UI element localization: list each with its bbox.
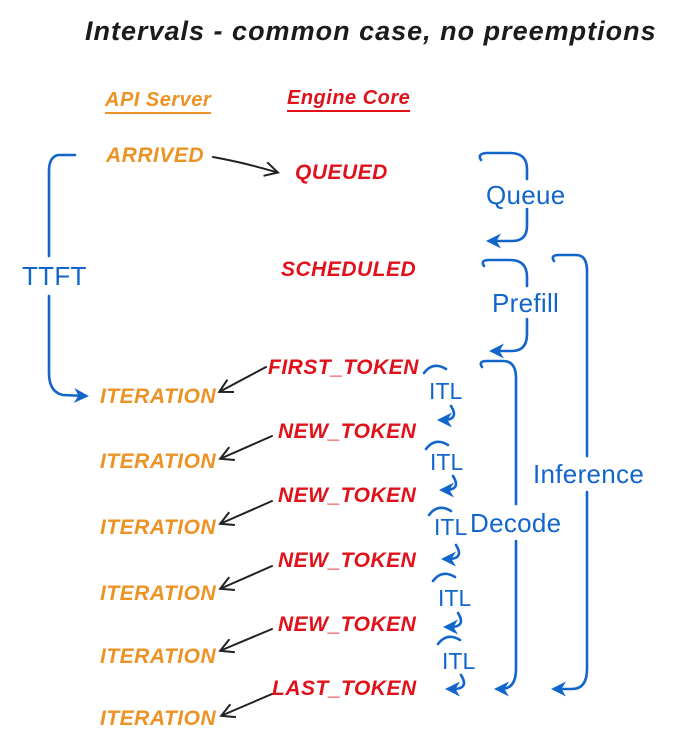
interval-label-itl-1: ITL <box>429 378 463 404</box>
event-new-token-3: NEW_TOKEN <box>278 549 417 572</box>
event-last-token: LAST_TOKEN <box>272 677 417 700</box>
arrow-first-token-to-iteration <box>217 366 267 393</box>
decode-bracket-bottom-arrow <box>494 539 518 697</box>
black-connector-arrows <box>212 156 280 719</box>
arrow-new-token2-to-iteration <box>218 500 273 526</box>
decode-bracket-top <box>479 359 518 506</box>
arrow-new-token4-to-iteration <box>218 628 273 654</box>
event-scheduled: SCHEDULED <box>281 258 417 281</box>
interval-label-inference: Inference <box>533 459 645 489</box>
interval-label-itl-4: ITL <box>438 585 472 611</box>
event-iteration-2: ITERATION <box>100 450 217 473</box>
itl-arrow-4 <box>443 611 463 635</box>
diagram-title: Intervals - common case, no preemptions <box>85 16 657 46</box>
itl-arrow-5 <box>445 673 466 697</box>
event-iteration-5: ITERATION <box>100 645 217 668</box>
event-iteration-4: ITERATION <box>100 582 217 605</box>
event-queued: QUEUED <box>295 161 388 184</box>
itl-arc-4 <box>431 572 457 583</box>
interval-label-queue: Queue <box>486 180 566 210</box>
ttft-bracket-top <box>47 153 77 258</box>
interval-label-prefill: Prefill <box>492 288 560 318</box>
ttft-bracket-bottom-arrow <box>47 294 89 403</box>
interval-label-ttft: TTFT <box>22 261 87 291</box>
arrow-new-token1-to-iteration <box>218 435 273 461</box>
event-iteration-3: ITERATION <box>100 516 217 539</box>
event-arrived: ARRIVED <box>106 144 205 167</box>
itl-arrow-2 <box>439 474 458 498</box>
itl-arc-1 <box>422 364 448 375</box>
interval-brackets <box>47 151 589 697</box>
interval-label-itl-5: ITL <box>442 648 476 674</box>
queue-bracket-top <box>478 151 529 181</box>
column-header-api-server: API Server <box>105 90 212 114</box>
arrow-new-token3-to-iteration <box>218 565 273 591</box>
prefill-bracket-bottom-arrow <box>489 317 529 359</box>
interval-label-decode: Decode <box>470 508 562 538</box>
event-iteration-1: ITERATION <box>100 385 217 408</box>
itl-arrow-3 <box>441 543 461 567</box>
event-new-token-1: NEW_TOKEN <box>278 420 417 443</box>
arrow-last-token-to-iteration <box>219 693 273 719</box>
event-new-token-2: NEW_TOKEN <box>278 484 417 507</box>
itl-arrow-1 <box>437 404 456 428</box>
itl-arc-2 <box>424 440 450 451</box>
arrow-arrived-to-queued <box>212 156 280 177</box>
interval-label-itl-2: ITL <box>430 449 464 475</box>
event-first-token: FIRST_TOKEN <box>268 356 419 379</box>
queue-bracket-bottom-arrow <box>486 207 529 249</box>
itl-arc-3 <box>427 506 453 517</box>
event-new-token-4: NEW_TOKEN <box>278 613 417 636</box>
interval-label-itl-3: ITL <box>434 514 468 540</box>
event-iteration-6: ITERATION <box>100 707 217 730</box>
column-header-engine-core: Engine Core <box>287 88 411 112</box>
inference-bracket-top <box>551 253 589 458</box>
itl-arc-5 <box>436 635 462 646</box>
prefill-bracket-top <box>481 258 529 288</box>
inference-bracket-bottom-arrow <box>551 490 589 697</box>
